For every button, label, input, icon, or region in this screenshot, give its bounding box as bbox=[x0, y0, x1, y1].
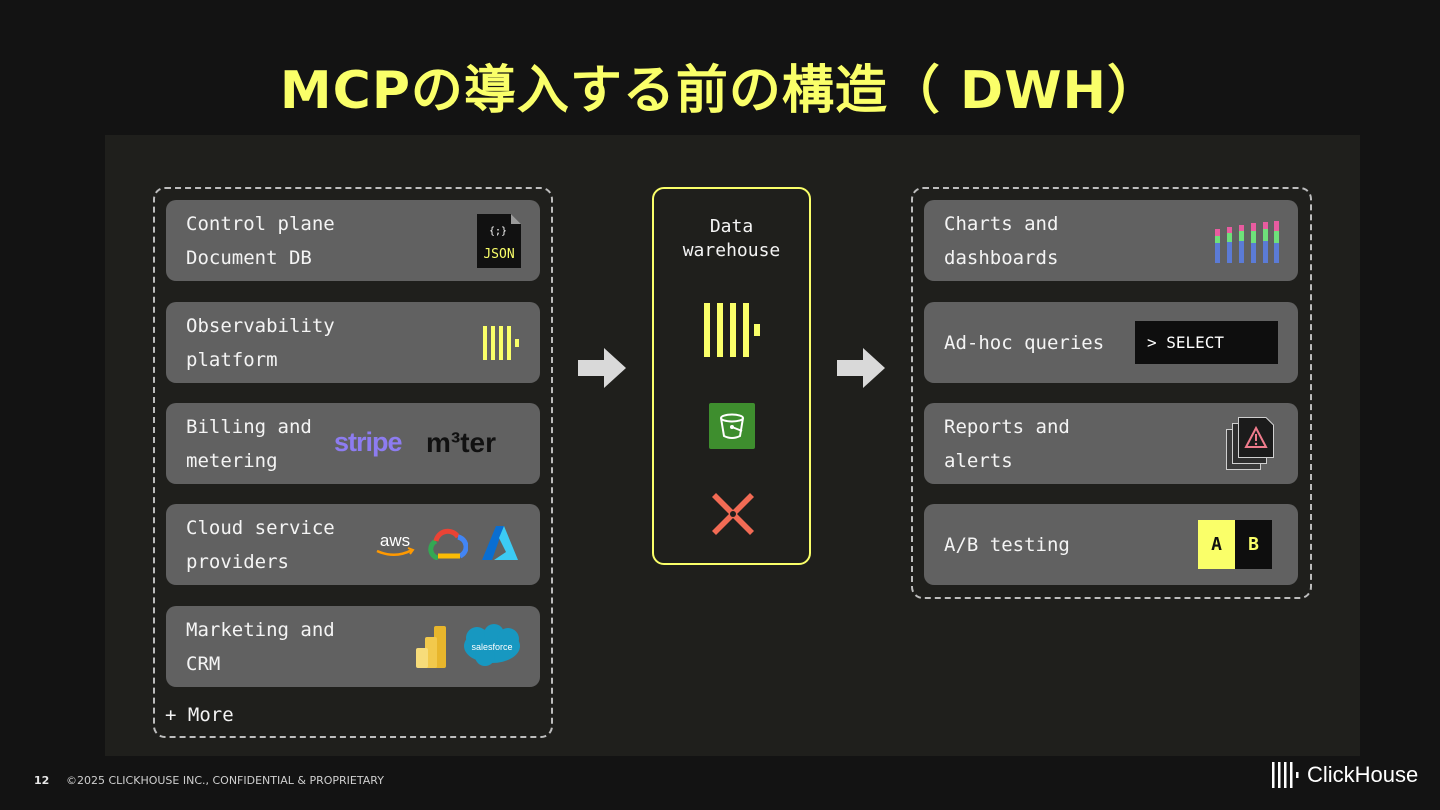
google-cloud-icon bbox=[428, 528, 468, 560]
json-braces-text: {;} bbox=[489, 226, 507, 237]
arrow-right-icon bbox=[837, 348, 885, 388]
ab-variant-a: A bbox=[1198, 520, 1235, 569]
arrow-right-icon bbox=[578, 348, 626, 388]
dagster-icon bbox=[712, 493, 754, 535]
select-query-box: > SELECT bbox=[1135, 321, 1278, 364]
data-warehouse-box: Data warehouse bbox=[652, 187, 811, 565]
json-file-icon: {;} JSON bbox=[477, 214, 521, 268]
clickhouse-brand: ClickHouse bbox=[1272, 760, 1418, 790]
source-label: Cloud service providers bbox=[186, 516, 335, 573]
output-card-reports: Reports and alerts bbox=[924, 403, 1298, 484]
output-card-ab: A/B testing A B bbox=[924, 504, 1298, 585]
sources-group bbox=[153, 187, 553, 738]
power-bi-icon bbox=[416, 626, 446, 668]
aws-logo-text: aws bbox=[380, 531, 410, 550]
source-card-control-plane: Control plane Document DB {;} JSON bbox=[166, 200, 540, 281]
aws-logo-icon: aws bbox=[376, 531, 415, 556]
output-card-charts: Charts and dashboards bbox=[924, 200, 1298, 281]
page-number: 12 bbox=[34, 774, 50, 787]
salesforce-logo-text: salesforce bbox=[471, 642, 512, 652]
copyright-text: ©2025 CLICKHOUSE INC., CONFIDENTIAL & PR… bbox=[66, 774, 384, 787]
outputs-group bbox=[911, 187, 1312, 599]
source-card-billing: Billing and metering stripe m³ter bbox=[166, 403, 540, 484]
output-card-adhoc: Ad-hoc queries > SELECT bbox=[924, 302, 1298, 383]
source-card-observability: Observability platform bbox=[166, 302, 540, 383]
json-icon-text: JSON bbox=[483, 247, 514, 262]
output-label: A/B testing bbox=[944, 533, 1070, 556]
clickhouse-icon bbox=[483, 326, 519, 360]
slide-title: MCPの導入する前の構造（ DWH） bbox=[279, 61, 1161, 121]
data-warehouse-label: Data warehouse bbox=[682, 216, 781, 261]
output-label: Reports and alerts bbox=[944, 415, 1070, 472]
source-label: Billing and metering bbox=[186, 415, 312, 472]
azure-icon bbox=[482, 526, 518, 560]
source-label: Control plane Document DB bbox=[186, 212, 335, 269]
brand-name: ClickHouse bbox=[1307, 762, 1419, 787]
source-label: Observability platform bbox=[186, 314, 335, 371]
s3-bucket-icon bbox=[709, 403, 755, 449]
salesforce-icon: salesforce bbox=[464, 624, 520, 666]
stripe-logo: stripe bbox=[334, 427, 403, 457]
bar-chart-icon bbox=[1215, 221, 1279, 263]
source-card-cloud: Cloud service providers aws bbox=[166, 504, 540, 585]
source-card-marketing: Marketing and CRM salesforce bbox=[166, 606, 540, 687]
alert-report-icon bbox=[1226, 417, 1274, 470]
clickhouse-logo-icon bbox=[1272, 762, 1299, 788]
ab-variant-b: B bbox=[1235, 520, 1272, 569]
source-label: Marketing and CRM bbox=[186, 618, 335, 675]
more-label: + More bbox=[165, 704, 234, 726]
m3ter-logo: m³ter bbox=[426, 427, 497, 458]
clickhouse-icon bbox=[704, 303, 760, 357]
output-label: Ad-hoc queries bbox=[944, 331, 1105, 354]
output-label: Charts and dashboards bbox=[944, 212, 1059, 269]
